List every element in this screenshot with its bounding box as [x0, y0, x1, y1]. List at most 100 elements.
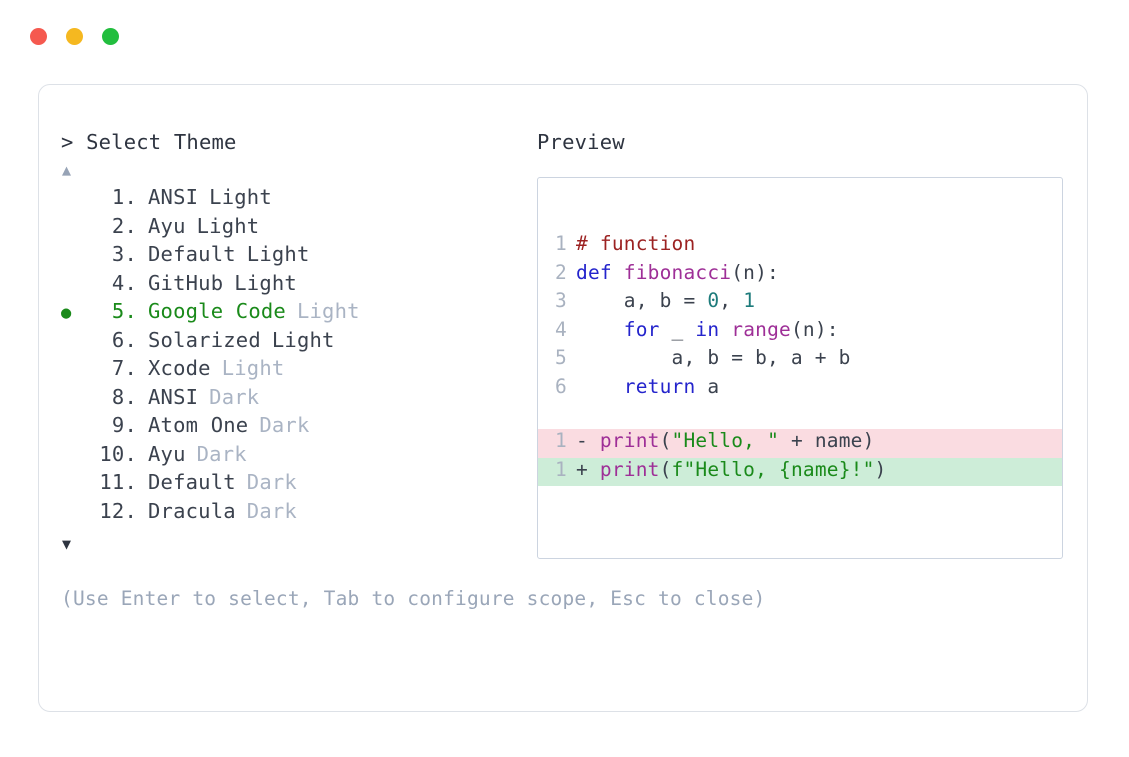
- code-token: print: [599, 457, 660, 481]
- scroll-down-icon[interactable]: ▼: [62, 535, 72, 553]
- code-token: "Hello, ": [671, 429, 780, 452]
- line-number: 6: [555, 374, 567, 398]
- theme-item-number: 8.: [111, 384, 137, 409]
- theme-item-name: Atom One: [148, 413, 249, 437]
- code-token: a: [695, 374, 720, 398]
- theme-item-number: 6.: [111, 327, 137, 352]
- theme-item-variant: Dark: [209, 384, 260, 409]
- line-number: 1: [555, 232, 567, 255]
- code-token: # function: [576, 232, 696, 255]
- theme-item-name: Ayu: [148, 441, 186, 466]
- theme-item-number: 2.: [111, 213, 137, 238]
- code-token: + name): [779, 429, 875, 452]
- line-number: 4: [555, 317, 567, 341]
- code-token: (n):: [731, 260, 779, 284]
- theme-item-name: Default: [148, 470, 236, 494]
- theme-list-item[interactable]: 9. Atom One Dark: [61, 413, 531, 442]
- theme-item-name: Ayu: [148, 213, 186, 238]
- theme-item-number: 11.: [99, 470, 137, 494]
- line-number: 3: [555, 289, 567, 312]
- theme-item-variant: Light: [246, 242, 310, 266]
- close-window-dot[interactable]: [30, 28, 47, 45]
- code-line-text: print(f"Hello, {name}!"): [600, 458, 887, 481]
- theme-item-variant: Light: [234, 270, 297, 295]
- diff-marker: +: [576, 457, 600, 481]
- theme-list-item[interactable]: 6. Solarized Light: [61, 328, 531, 357]
- code-token: def: [576, 260, 624, 284]
- theme-item-number: 10.: [99, 441, 137, 466]
- theme-item-variant: Light: [196, 213, 260, 238]
- theme-item-name: ANSI: [148, 384, 199, 409]
- code-line-text: def fibonacci(n):: [576, 261, 779, 284]
- theme-item-variant: Dark: [246, 470, 297, 494]
- code-token: 1: [743, 289, 756, 312]
- theme-item-variant: Dark: [246, 498, 297, 523]
- theme-item-number: 9.: [111, 413, 137, 437]
- page-title: > Select Theme: [61, 130, 237, 154]
- code-line: 6 return a: [538, 375, 1062, 404]
- code-token: (: [659, 429, 672, 452]
- code-token: [576, 318, 624, 341]
- line-number: 2: [555, 260, 567, 284]
- theme-item-number: 3.: [111, 242, 137, 266]
- theme-item-number: 12.: [99, 498, 137, 523]
- code-line: 2 def fibonacci(n):: [538, 261, 1062, 290]
- code-token: a, b = b, a + b: [576, 346, 851, 369]
- diff-marker: -: [576, 429, 600, 452]
- code-token: range: [731, 317, 791, 341]
- code-line-text: a, b = 0, 1: [576, 289, 755, 312]
- theme-item-number: 1.: [111, 185, 137, 209]
- theme-item-variant: Dark: [259, 413, 310, 437]
- theme-item-number: 5.: [111, 299, 137, 323]
- code-token: (n):: [790, 317, 839, 341]
- theme-item-variant: Light: [209, 185, 272, 209]
- window-traffic-lights: [30, 28, 119, 45]
- code-token: ): [874, 457, 887, 481]
- minimize-window-dot[interactable]: [66, 28, 83, 45]
- code-blank-line: [538, 403, 1062, 429]
- theme-list-item[interactable]: ● 5. Google Code Light: [61, 299, 531, 328]
- code-line: 3 a, b = 0, 1: [538, 289, 1062, 318]
- code-token: a, b =: [576, 289, 708, 312]
- theme-item-variant: Dark: [196, 441, 247, 466]
- theme-list-item[interactable]: 2. Ayu Light: [61, 214, 531, 243]
- code-token: for: [623, 317, 660, 341]
- line-number: 5: [555, 346, 567, 369]
- diff-line-minus: 1- print("Hello, " + name): [538, 429, 1062, 458]
- theme-item-name: GitHub: [148, 270, 224, 295]
- theme-list-item[interactable]: 12. Dracula Dark: [61, 499, 531, 528]
- code-line-text: print("Hello, " + name): [600, 429, 875, 452]
- keyboard-hint: (Use Enter to select, Tab to configure s…: [61, 587, 766, 610]
- selected-bullet-icon: ●: [61, 303, 72, 323]
- code-token: ,: [719, 289, 744, 312]
- code-line: 4 for _ in range(n):: [538, 318, 1062, 347]
- theme-list-item[interactable]: 10. Ayu Dark: [61, 442, 531, 471]
- code-line-text: return a: [576, 375, 719, 398]
- code-token: return: [623, 374, 696, 398]
- code-token: _: [659, 317, 696, 341]
- code-token: 0: [707, 289, 720, 312]
- theme-item-name: ANSI: [148, 185, 199, 209]
- theme-item-name: Google Code: [148, 299, 286, 323]
- theme-list-item[interactable]: 1. ANSI Light: [61, 185, 531, 214]
- code-line-text: for _ in range(n):: [576, 318, 839, 341]
- theme-item-variant: Light: [296, 299, 360, 323]
- theme-list-item[interactable]: 8. ANSI Dark: [61, 385, 531, 414]
- code-token: f"Hello, {name}!": [671, 457, 875, 481]
- maximize-window-dot[interactable]: [102, 28, 119, 45]
- theme-item-name: Solarized: [148, 327, 261, 352]
- theme-item-name: Xcode: [148, 356, 211, 380]
- theme-item-variant: Light: [271, 327, 335, 352]
- theme-list-item[interactable]: 11. Default Dark: [61, 470, 531, 499]
- theme-item-name: Dracula: [148, 498, 236, 523]
- code-token: fibonacci: [623, 260, 732, 284]
- diff-line-plus: 1+ print(f"Hello, {name}!"): [538, 457, 1062, 486]
- scroll-up-icon[interactable]: ▲: [62, 161, 72, 179]
